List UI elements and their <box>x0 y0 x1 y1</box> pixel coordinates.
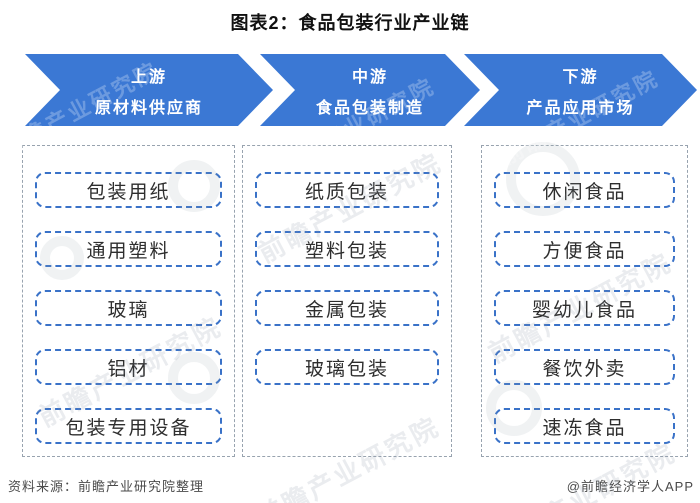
downstream-column: 休闲食品 方便食品 婴幼儿食品 餐饮外卖 速冻食品 <box>481 145 688 457</box>
upstream-column: 包装用纸 通用塑料 玻璃 铝材 包装专用设备 <box>22 145 235 457</box>
stage-arrow-midstream-line2: 食品包装制造 <box>315 99 424 117</box>
downstream-item: 婴幼儿食品 <box>494 290 675 326</box>
stage-arrow-upstream-line1: 上游 <box>130 68 167 86</box>
midstream-item: 金属包装 <box>255 290 439 326</box>
upstream-item: 玻璃 <box>35 290 222 326</box>
midstream-item: 塑料包装 <box>255 231 439 267</box>
stage-arrow-downstream-line2: 产品应用市场 <box>526 99 635 117</box>
upstream-item: 铝材 <box>35 349 222 385</box>
credit-note: @前瞻经济学人APP <box>566 479 694 494</box>
stage-arrow-downstream-line1: 下游 <box>562 68 599 86</box>
page-title: 图表2：食品包装行业产业链 <box>230 13 470 33</box>
upstream-item: 通用塑料 <box>35 231 222 267</box>
midstream-column: 纸质包装 塑料包装 金属包装 玻璃包装 <box>242 145 452 457</box>
downstream-item: 方便食品 <box>494 231 675 267</box>
stage-arrow-upstream: 上游 原材料供应商 <box>25 54 273 126</box>
midstream-item: 玻璃包装 <box>255 349 439 385</box>
downstream-item: 餐饮外卖 <box>494 349 675 385</box>
stage-arrow-midstream-line1: 中游 <box>351 68 388 86</box>
midstream-item: 纸质包装 <box>255 172 439 208</box>
downstream-item: 休闲食品 <box>494 172 675 208</box>
stage-arrow-midstream: 中游 食品包装制造 <box>260 54 480 126</box>
downstream-item: 速冻食品 <box>494 408 675 444</box>
stage-arrow-upstream-line2: 原材料供应商 <box>94 99 203 117</box>
upstream-item: 包装用纸 <box>35 172 222 208</box>
upstream-item: 包装专用设备 <box>35 408 222 444</box>
stage-arrow-downstream: 下游 产品应用市场 <box>464 54 697 126</box>
source-note: 资料来源：前瞻产业研究院整理 <box>8 479 205 494</box>
